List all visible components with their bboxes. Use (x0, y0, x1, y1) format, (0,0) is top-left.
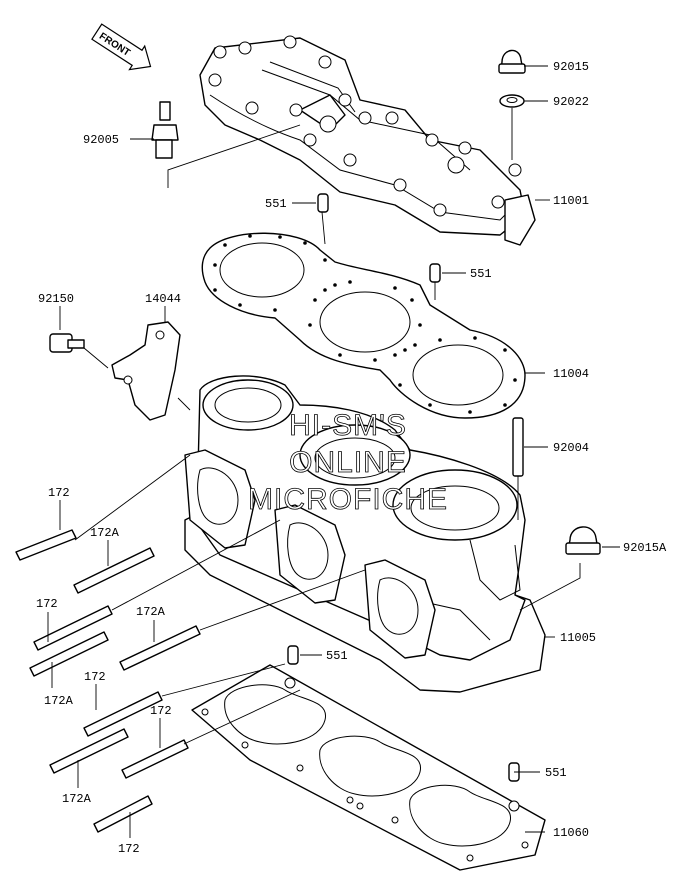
head-gasket (201, 232, 526, 419)
watermark-line-3: MICROFICHE (248, 483, 448, 516)
cylinder-block (184, 375, 546, 693)
callout-92015a: 92015A (623, 541, 667, 555)
callout-551-base: 551 (545, 766, 567, 780)
gasket-holes (213, 234, 517, 414)
callout-92004: 92004 (553, 441, 589, 455)
bracket-14044 (111, 321, 181, 421)
stud-92004 (512, 417, 524, 477)
exhaust-port-2 (274, 504, 346, 604)
leader-lines (47, 65, 620, 838)
callout-11060: 11060 (553, 826, 589, 840)
callout-11001: 11001 (553, 194, 589, 208)
head-bolt-holes (208, 35, 522, 217)
cap-nut-92015 (498, 49, 526, 74)
callout-172a-b: 172A (136, 605, 166, 619)
callouts: 92015 92022 92005 11001 551 551 92150 14… (36, 60, 667, 856)
callout-92015: 92015 (553, 60, 589, 74)
bolt-92150 (49, 333, 85, 353)
washer-92022 (499, 94, 525, 108)
exhaust-port-3 (364, 559, 436, 659)
callout-172-d: 172 (150, 704, 172, 718)
callout-551-gasket: 551 (470, 267, 492, 281)
studs (15, 529, 201, 833)
callout-172-e: 172 (118, 842, 140, 856)
dowel-551-a (317, 193, 329, 213)
callout-172a-d: 172A (62, 792, 92, 806)
dowel-551-b (429, 263, 441, 283)
dowel-551-c (287, 645, 299, 665)
cylinder-head (199, 35, 536, 246)
callout-11005: 11005 (560, 631, 596, 645)
watermark: HI-SM'S ONLINE MICROFICHE (248, 409, 448, 517)
base-gasket (191, 664, 546, 871)
callout-92005: 92005 (83, 133, 119, 147)
watermark-line-1: HI-SM'S (289, 409, 407, 442)
callout-551-head: 551 (265, 197, 287, 211)
callout-551-block: 551 (326, 649, 348, 663)
callout-172a-a: 172A (90, 526, 120, 540)
callout-92150: 92150 (38, 292, 74, 306)
callout-11004: 11004 (553, 367, 589, 381)
callout-172-b: 172 (36, 597, 58, 611)
cap-nut-92015a (565, 526, 601, 555)
callout-172-a: 172 (48, 486, 70, 500)
fitting-92005 (151, 101, 179, 159)
callout-172a-c: 172A (44, 694, 74, 708)
watermark-line-2: ONLINE (289, 446, 407, 479)
callout-172-c: 172 (84, 670, 106, 684)
callout-14044: 14044 (145, 292, 181, 306)
front-arrow: FRONT (91, 23, 152, 71)
callout-92022: 92022 (553, 95, 589, 109)
exhaust-port-1 (184, 449, 256, 549)
